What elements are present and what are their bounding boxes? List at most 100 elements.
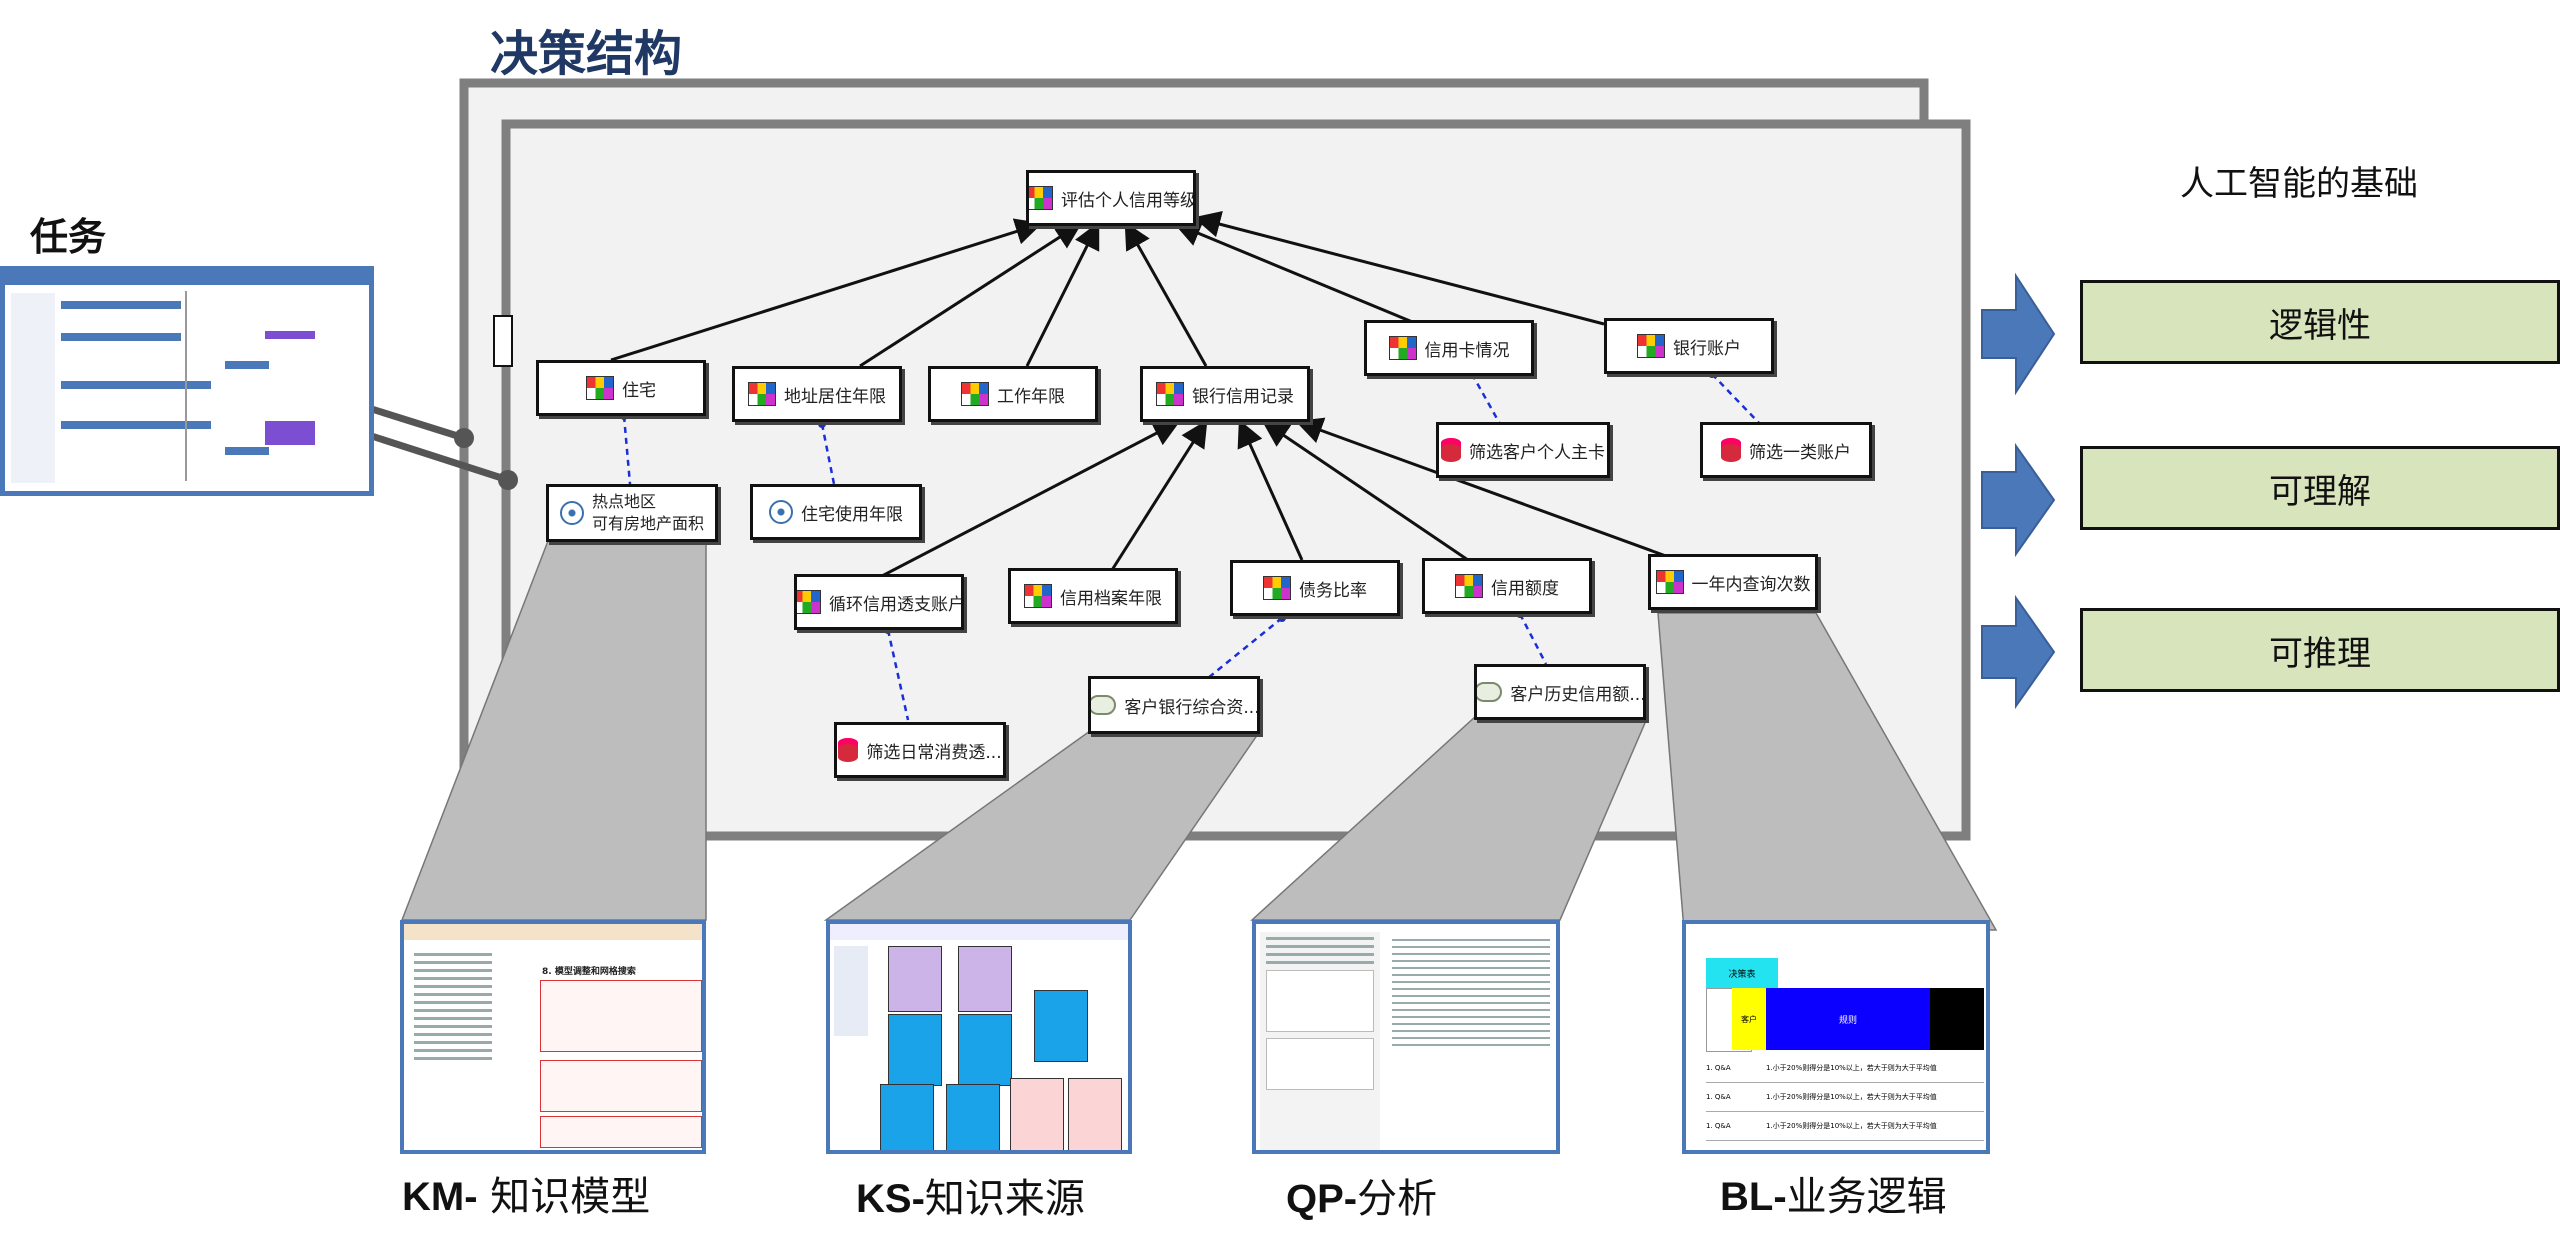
node-revolving-label: 循环信用透支账户	[829, 594, 964, 615]
caption-km-abbr: KM-	[402, 1175, 478, 1219]
caption-bl-abbr: BL-	[1720, 1175, 1787, 1219]
bl-header1: 决策表	[1706, 958, 1778, 988]
node-revolving[interactable]: 循环信用透支账户	[794, 574, 964, 630]
database-icon	[1721, 438, 1741, 462]
node-debt-ratio[interactable]: 债务比率	[1230, 560, 1400, 616]
node-hot-area[interactable]: 热点地区 可有房地产面积	[546, 484, 718, 542]
km-heading: 8. 模型调整和网格搜索	[542, 967, 636, 977]
node-credit-limit[interactable]: 信用额度	[1422, 558, 1592, 614]
bl-row-label-3: 1. Q&A	[1706, 1122, 1731, 1130]
caption-km-text: 知识模型	[477, 1174, 651, 1220]
bl-header2: 客户	[1732, 988, 1766, 1050]
caption-qp: QP-分析	[1286, 1166, 1437, 1224]
table-icon	[1263, 576, 1291, 600]
node-root[interactable]: 评估个人信用等级	[1026, 170, 1196, 226]
bl-row-text-2: 1.小于20%则得分是10%以上，若大于则为大于平均值	[1766, 1093, 1937, 1101]
table-icon	[1655, 570, 1684, 594]
table-icon	[1388, 336, 1417, 360]
caption-bl: BL-业务逻辑	[1720, 1164, 1947, 1222]
node-customer-history[interactable]: 客户历史信用额...	[1474, 664, 1646, 720]
node-root-label: 评估个人信用等级	[1061, 190, 1196, 211]
arrow-right-icon	[1981, 442, 2056, 558]
bl-row-text-1: 1.小于20%则得分是10%以上，若大于则为大于平均值	[1766, 1064, 1937, 1072]
foundation-arrows	[1981, 272, 2056, 710]
node-bank-account[interactable]: 银行账户	[1604, 318, 1774, 374]
node-hot-area-line1: 热点地区	[591, 492, 656, 511]
table-icon	[586, 376, 614, 400]
caption-ks: KS-知识来源	[856, 1166, 1085, 1224]
caption-ks-text: 知识来源	[924, 1176, 1085, 1222]
node-credit-card[interactable]: 信用卡情况	[1364, 320, 1534, 376]
node-bank-credit[interactable]: 银行信用记录	[1140, 366, 1310, 422]
node-work-years-label: 工作年限	[997, 386, 1065, 407]
node-inquiries[interactable]: 一年内查询次数	[1648, 554, 1818, 610]
bl-thumbnail[interactable]: 决策表 客户 规则 1. Q&A 1.小于20%则得分是10%以上，若大于则为大…	[1682, 920, 1990, 1154]
node-filter-daily-label: 筛选日常消费透...	[866, 742, 1002, 763]
caption-qp-abbr: QP-	[1286, 1177, 1358, 1221]
node-filter-class-account[interactable]: 筛选一类账户	[1700, 422, 1872, 478]
node-credit-file-years[interactable]: 信用档案年限	[1008, 568, 1178, 624]
quality-reasoning: 可推理	[2080, 608, 2560, 692]
node-hot-area-line2: 可有房地产面积	[591, 514, 704, 533]
table-icon	[1024, 584, 1052, 608]
database-icon	[838, 738, 859, 762]
node-filter-personal-card-label: 筛选客户个人主卡	[1469, 442, 1605, 463]
table-icon	[748, 382, 776, 406]
cloud-icon	[1477, 682, 1503, 702]
node-credit-file-years-label: 信用档案年限	[1060, 588, 1162, 609]
bl-header3: 规则	[1766, 988, 1930, 1050]
dotted-links	[622, 373, 1761, 721]
table-icon	[1029, 186, 1053, 210]
database-icon	[1441, 438, 1461, 462]
node-bank-credit-label: 银行信用记录	[1192, 386, 1294, 407]
bl-row-text-3: 1.小于20%则得分是10%以上，若大于则为大于平均值	[1766, 1122, 1937, 1130]
node-customer-bank-summary[interactable]: 客户银行综合资...	[1088, 676, 1260, 734]
caption-ks-abbr: KS-	[856, 1177, 925, 1221]
quality-understandable: 可理解	[2080, 446, 2560, 530]
node-filter-class-account-label: 筛选一类账户	[1749, 442, 1851, 463]
node-inquiries-label: 一年内查询次数	[1691, 574, 1811, 595]
cloud-icon	[1091, 695, 1117, 715]
network-icon	[769, 500, 793, 524]
table-icon	[797, 590, 821, 614]
table-icon	[1455, 574, 1483, 598]
arrow-right-icon	[1981, 272, 2056, 396]
table-icon	[961, 382, 989, 406]
node-house-years-label: 住宅使用年限	[801, 504, 903, 525]
foundation-title: 人工智能的基础	[2180, 164, 2418, 204]
node-housing[interactable]: 住宅	[536, 360, 706, 416]
km-thumbnail[interactable]: 8. 模型调整和网格搜索	[400, 920, 706, 1154]
page-title: 决策结构	[490, 26, 683, 82]
node-customer-bank-summary-label: 客户银行综合资...	[1124, 697, 1260, 718]
node-work-years[interactable]: 工作年限	[928, 366, 1098, 422]
node-debt-ratio-label: 债务比率	[1299, 580, 1367, 601]
node-house-years[interactable]: 住宅使用年限	[750, 484, 922, 540]
zoom-km	[400, 540, 707, 921]
qp-thumbnail[interactable]	[1252, 920, 1560, 1154]
node-filter-personal-card[interactable]: 筛选客户个人主卡	[1436, 422, 1610, 478]
node-filter-daily[interactable]: 筛选日常消费透...	[834, 722, 1006, 778]
back-panel-fragment	[493, 315, 513, 367]
zoom-bl	[1657, 612, 1998, 931]
node-address-years-label: 地址居住年限	[784, 386, 886, 407]
task-label: 任务	[30, 215, 107, 259]
edges	[610, 211, 1667, 578]
bl-row-label-2: 1. Q&A	[1706, 1093, 1731, 1101]
node-customer-history-label: 客户历史信用额...	[1510, 684, 1646, 705]
node-credit-limit-label: 信用额度	[1491, 578, 1559, 599]
ks-thumbnail[interactable]	[826, 920, 1132, 1154]
table-icon	[1637, 334, 1665, 358]
node-credit-card-label: 信用卡情况	[1424, 340, 1510, 361]
table-icon	[1156, 382, 1184, 406]
caption-km: KM- 知识模型	[402, 1164, 650, 1222]
node-housing-label: 住宅	[622, 380, 656, 401]
node-bank-account-label: 银行账户	[1673, 338, 1741, 359]
task-thumbnail[interactable]	[0, 266, 374, 496]
arrow-right-icon	[1981, 594, 2056, 710]
quality-logic: 逻辑性	[2080, 280, 2560, 364]
caption-qp-text: 分析	[1357, 1176, 1438, 1222]
network-icon	[559, 501, 584, 525]
caption-bl-text: 业务逻辑	[1786, 1174, 1947, 1220]
bl-row-label-1: 1. Q&A	[1706, 1064, 1731, 1072]
node-address-years[interactable]: 地址居住年限	[732, 366, 902, 422]
